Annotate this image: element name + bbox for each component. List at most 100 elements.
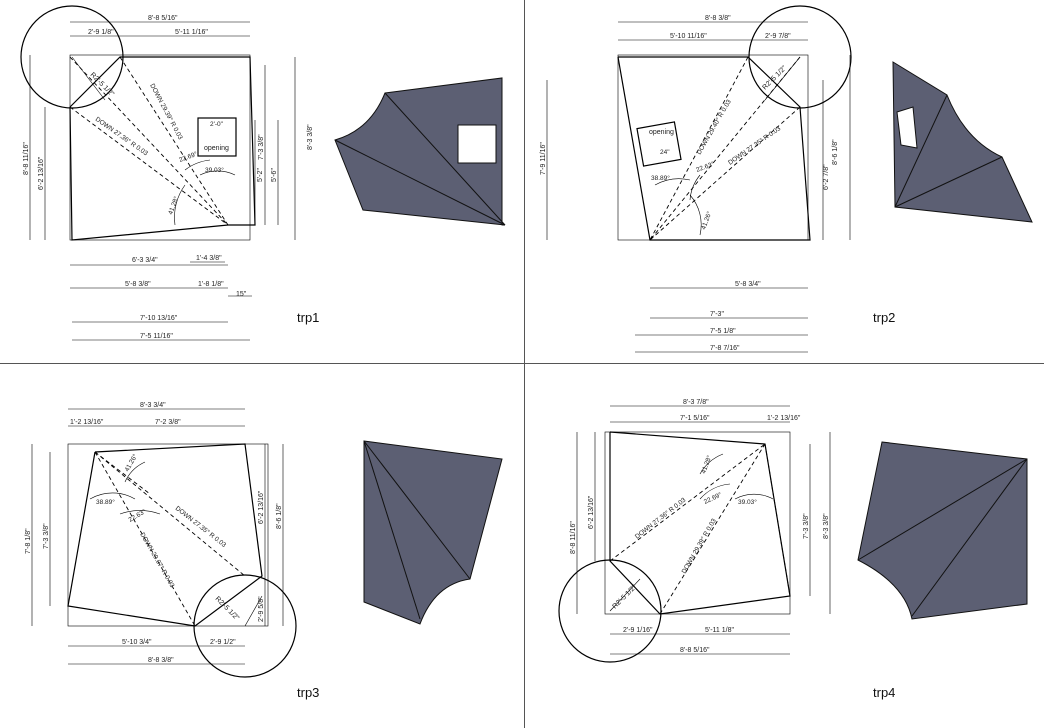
trp4-outline xyxy=(609,431,791,615)
trp4-txt-bottom-c: 8'-8 5/16" xyxy=(680,647,710,654)
trp1-txt-fold2: DOWN 27.36° R 0.03 xyxy=(94,115,150,157)
trp2-txt-fold2: DOWN 27.35° R 0.03 xyxy=(727,124,783,166)
panel-trp3: 8'-3 3/4" 1'-2 13/16" 7'-2 3/8" R2'-5 1/… xyxy=(0,364,522,726)
trp3-txt-fold2: DOWN 29.07° R 0.03 xyxy=(138,531,176,589)
trp1-txt-bottom-b: 5'-8 3/8" xyxy=(125,281,151,288)
trp1-txt-right-c: 5'-2" xyxy=(257,168,264,182)
trp4-txt-top-right: 1'-2 13/16" xyxy=(767,415,801,422)
trp2-txt-bottom-b: 7'-3" xyxy=(710,311,724,318)
trp4-txt-radius: R2'-5 1/2" xyxy=(611,583,638,610)
trp1-fold-line-2 xyxy=(119,56,229,226)
horizontal-divider xyxy=(0,363,1044,364)
trp4-txt-left-inner: 6'-2 13/16" xyxy=(588,495,595,529)
trp1-txt-angle3: 41.28° xyxy=(166,195,180,216)
trp2-txt-right-b: 6'-2 7/8" xyxy=(823,164,830,190)
panel-trp4: 8'-3 7/8" 7'-1 5/16" 1'-2 13/16" R2'-5 1… xyxy=(525,364,1044,726)
trp3-angle-arc-2 xyxy=(89,492,136,500)
trp3-txt-angle2: 38.89° xyxy=(96,498,115,506)
trp1-txt-bottom-c: 1'-4 3/8" xyxy=(196,255,222,262)
trp1-angle-arc-3 xyxy=(174,184,186,226)
trp4-radius-leader xyxy=(609,578,641,612)
trp3-txt-right-b: 8'-6 1/8" xyxy=(276,503,283,529)
trp2-txt-top-right: 2'-9 7/8" xyxy=(765,33,791,40)
trp1-txt-right-b: 8'-3 3/8" xyxy=(307,124,314,150)
trp3-txt-bottom-b: 2'-9 1/2" xyxy=(210,639,236,646)
trp1-opening xyxy=(197,117,237,157)
trp2-txt-top-left: 5'-10 11/16" xyxy=(670,33,707,40)
trp3-fold-line-2 xyxy=(94,451,196,627)
trp4-angle-arc-1 xyxy=(699,453,724,475)
trp4-txt-top-overall: 8'-3 7/8" xyxy=(683,399,709,406)
trp2-solid-opening xyxy=(896,106,918,149)
trp1-txt-top-overall: 8'-8 5/16" xyxy=(148,15,178,22)
trp1-fold-line-1 xyxy=(69,56,229,226)
trp4-txt-left-height: 8'-8 11/16" xyxy=(570,521,577,554)
trp2-solid-view xyxy=(892,61,1033,223)
trp4-txt-bottom-b: 5'-11 1/8" xyxy=(705,627,735,634)
trp2-opening xyxy=(636,121,682,167)
trp4-label: trp4 xyxy=(873,685,896,700)
trp2-txt-bottom-a: 5'-8 3/4" xyxy=(735,281,761,288)
trp3-solid-view xyxy=(363,440,503,625)
trp3-txt-left-inner: 7'-3 3/8" xyxy=(43,523,50,549)
trp1-txt-left-inner: 6'-2 13/16" xyxy=(38,156,45,190)
trp4-fold-line-3 xyxy=(764,443,791,597)
trp4-txt-right-b: 8'-3 3/8" xyxy=(823,513,830,539)
trp1-label: trp1 xyxy=(297,310,320,325)
trp4-txt-bottom-a: 2'-9 1/16" xyxy=(623,627,653,634)
trp2-txt-open-w: 24" xyxy=(660,149,670,156)
trp3-txt-angle3: 22.63° xyxy=(127,507,148,524)
trp2-solid-face xyxy=(892,61,1033,223)
trp3-outline xyxy=(67,443,263,627)
trp1-txt-bottom-a: 6'-3 3/4" xyxy=(132,257,158,264)
trp1-solid-view xyxy=(334,77,506,226)
trp3-txt-top-mid: 7'-2 3/8" xyxy=(155,419,181,426)
trp3-txt-bottom-a: 5'-10 3/4" xyxy=(122,639,152,646)
trp3-drawing: 8'-3 3/4" 1'-2 13/16" 7'-2 3/8" R2'-5 1/… xyxy=(25,402,503,678)
trp1-txt-left-height: 8'-8 11/16" xyxy=(23,142,30,175)
panel-trp1: 8'-8 5/16" 2'-9 1/8" 5'-11 1/16" R2'-5 1… xyxy=(0,0,522,362)
panel-trp2: 8'-8 3/8" 5'-10 11/16" 2'-9 7/8" R2'-5 1… xyxy=(525,0,1044,362)
trp4-drawing: 8'-3 7/8" 7'-1 5/16" 1'-2 13/16" R2'-5 1… xyxy=(558,399,1028,663)
trp1-txt-top-right: 5'-11 1/16" xyxy=(175,29,208,36)
trp2-txt-top-overall: 8'-8 3/8" xyxy=(705,15,731,22)
trp3-txt-right-a: 6'-2 13/16" xyxy=(258,490,265,524)
trp3-txt-top-left: 1'-2 13/16" xyxy=(70,419,104,426)
trp4-txt-top-mid: 7'-1 5/16" xyxy=(680,415,710,422)
trp4-txt-fold1: DOWN 27.36° R 0.03 xyxy=(633,496,687,541)
trp3-angle-arc-1 xyxy=(124,461,146,483)
trp1-txt-bottom-g: 7'-5 11/16" xyxy=(140,333,173,340)
trp3-txt-angle1: 41.26° xyxy=(123,452,140,473)
trp4-txt-fold2: DOWN 29.39° R 0.03 xyxy=(680,517,718,575)
trp4-solid-view xyxy=(857,441,1028,620)
trp2-txt-fold1: DOWN 29.40° R 0.03 xyxy=(695,98,733,156)
trp2-txt-angle2: 38.89° xyxy=(651,174,670,182)
trp3-label: trp3 xyxy=(297,685,320,700)
trp3-radius-leader xyxy=(244,595,263,627)
trp1-angle-arc-1 xyxy=(184,159,211,171)
trp2-txt-opening: opening xyxy=(649,129,674,136)
trp3-fold-line-1 xyxy=(94,451,246,577)
trp4-bounding-box xyxy=(604,431,791,615)
trp2-outline xyxy=(617,56,811,241)
trp1-txt-right-d: 5'-6" xyxy=(271,168,278,182)
trp2-txt-bottom-d: 7'-8 7/16" xyxy=(710,345,740,352)
trp2-bounding-box xyxy=(617,54,809,241)
trp1-txt-right-a: 7'-3 3/8" xyxy=(258,134,265,160)
trp2-angle-arc-2 xyxy=(654,178,691,186)
trp4-txt-angle3: 39.03° xyxy=(738,498,757,506)
trp3-txt-right-c: 2'-9 5/8" xyxy=(258,596,265,622)
trp1-txt-bottom-f: 7'-10 13/16" xyxy=(140,315,178,322)
trp3-fold-line-3 xyxy=(94,451,151,495)
trp1-drawing: 8'-8 5/16" 2'-9 1/8" 5'-11 1/16" R2'-5 1… xyxy=(20,5,506,341)
trp4-angle-arc-3 xyxy=(734,493,774,500)
trp3-txt-top-overall: 8'-3 3/4" xyxy=(140,402,166,409)
trp4-txt-right-a: 7'-3 3/8" xyxy=(803,513,810,539)
trp3-txt-bottom-c: 8'-8 3/8" xyxy=(148,657,174,664)
trp1-txt-opening: opening xyxy=(204,145,229,152)
trp1-txt-bottom-d: 1'-8 1/8" xyxy=(198,281,224,288)
trp2-angle-arc-1 xyxy=(689,174,701,201)
trp4-txt-angle2: 22.69° xyxy=(702,490,723,505)
trp1-radius-leader xyxy=(71,56,106,101)
